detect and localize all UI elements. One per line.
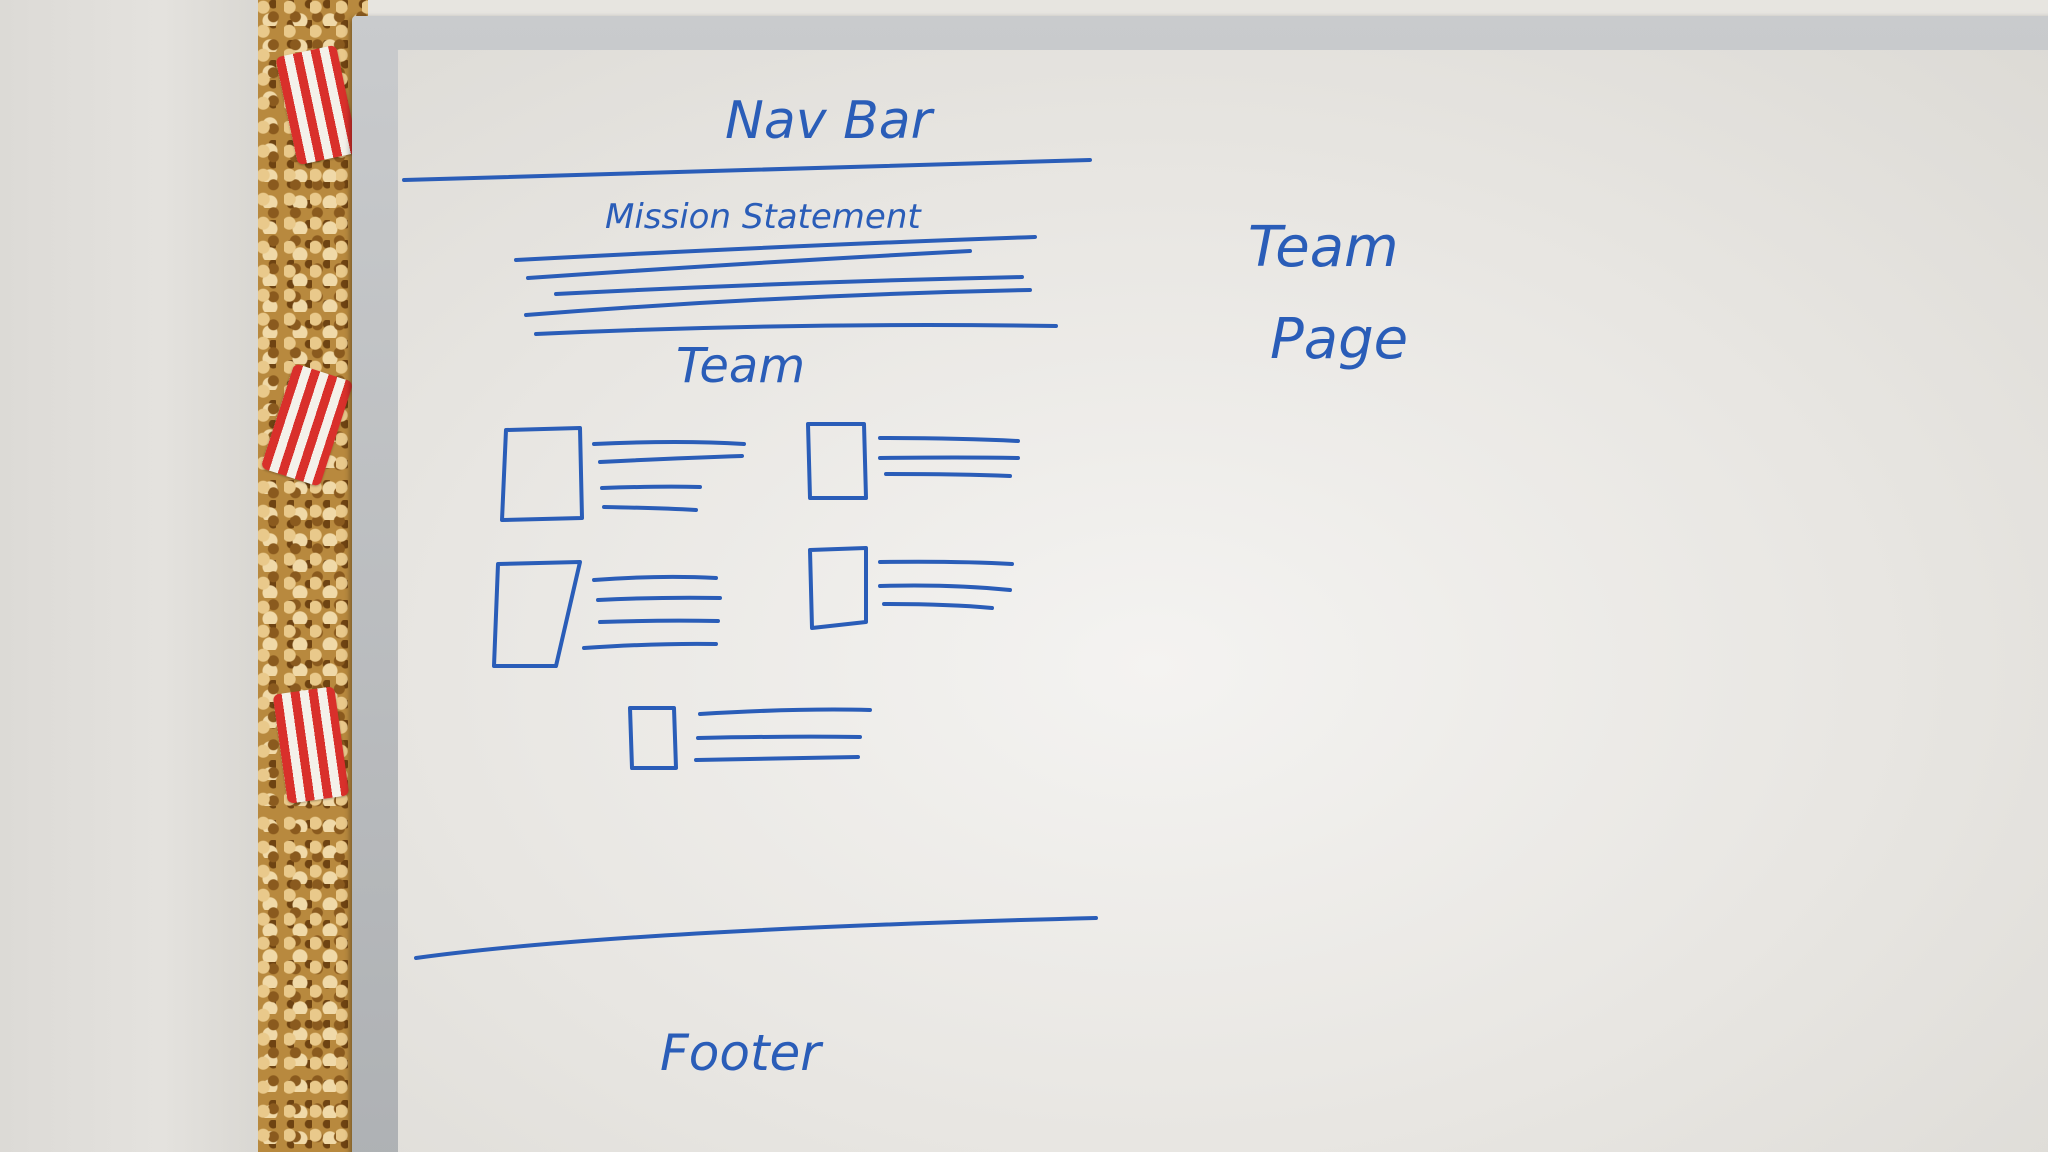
team-member-card (628, 706, 872, 770)
mission-text-lines (514, 235, 1058, 336)
member-photo-placeholder (492, 560, 582, 668)
team-section-label: Team (676, 338, 805, 394)
footer-divider-line (414, 916, 1098, 960)
member-photo-placeholder (808, 546, 868, 630)
nav-bar-label: Nav Bar (725, 91, 936, 151)
member-photo-placeholder (806, 422, 868, 500)
footer-label: Footer (660, 1024, 824, 1082)
mission-statement-label: Mission Statement (605, 197, 922, 237)
team-member-card (492, 560, 722, 668)
team-member-card (806, 422, 1020, 500)
team-member-card (500, 426, 746, 522)
page-title-line2: Page (1270, 307, 1408, 372)
member-photo-placeholder (500, 426, 584, 522)
page-title-line1: Team (1248, 215, 1399, 280)
team-member-card (808, 546, 1014, 630)
member-photo-placeholder (628, 706, 678, 770)
wall (0, 0, 270, 1152)
popcorn-corkboard-border (258, 0, 368, 1152)
whiteboard-surface (398, 50, 2048, 1152)
nav-divider-line (402, 158, 1092, 182)
